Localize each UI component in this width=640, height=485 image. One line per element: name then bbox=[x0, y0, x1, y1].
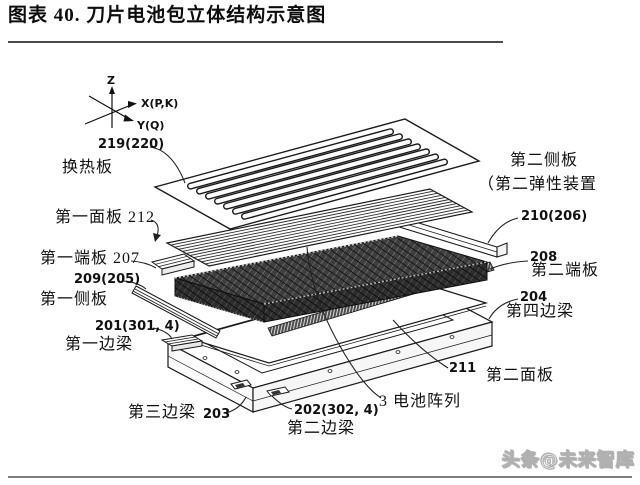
heat-exchange-plate bbox=[153, 118, 481, 230]
label-heat-plate: 换热板 bbox=[62, 159, 114, 176]
battery-array bbox=[174, 235, 488, 323]
ref-208: 208 bbox=[530, 250, 558, 265]
axis-x-label: X(P,K) bbox=[141, 97, 179, 110]
first-panel bbox=[165, 188, 474, 267]
ref-203: 203 bbox=[203, 407, 231, 422]
ref-210-206: 210(206) bbox=[521, 209, 588, 224]
axis-z-label: Z bbox=[107, 74, 115, 87]
label-second-side-plate-sub: （第二弹性装置 bbox=[478, 176, 598, 193]
ref-211: 211 bbox=[449, 361, 477, 376]
first-end-plate bbox=[150, 253, 196, 276]
label-battery-array: 3 电池阵列 bbox=[379, 393, 462, 410]
beam-mounting-blocks bbox=[230, 379, 290, 397]
axis-triad bbox=[84, 86, 137, 128]
leader-lines bbox=[122, 146, 529, 414]
first-side-plate bbox=[131, 285, 221, 339]
label-first-panel: 第一面板 212 bbox=[55, 209, 156, 226]
label-second-side-beam: 第二边梁 bbox=[287, 420, 356, 437]
ref-204: 204 bbox=[520, 290, 548, 305]
first-side-beam bbox=[160, 334, 204, 352]
axis-y-label: Y(Q) bbox=[137, 119, 165, 132]
label-second-side-plate: 第二侧板 bbox=[510, 152, 579, 169]
ref-202-302-4: 202(302, 4) bbox=[294, 403, 379, 418]
label-first-side-plate: 第一侧板 bbox=[40, 291, 109, 308]
figure-title: 图表 40. 刀片电池包立体结构示意图 bbox=[8, 5, 327, 26]
watermark: 头条@未来智库 bbox=[502, 450, 635, 472]
label-first-end-plate: 第一端板 207 bbox=[40, 250, 141, 267]
ref-219-220: 219(220) bbox=[98, 137, 165, 152]
label-second-end-plate: 第二端板 bbox=[531, 262, 600, 279]
title-underline bbox=[8, 41, 503, 43]
label-fourth-side-beam: 第四边梁 bbox=[506, 303, 575, 320]
label-first-side-beam: 第一边梁 bbox=[65, 336, 134, 353]
label-third-side-beam: 第三边梁 bbox=[128, 404, 197, 421]
ref-201-301-4: 201(301, 4) bbox=[95, 319, 180, 334]
label-second-panel: 第二面板 bbox=[486, 367, 555, 384]
bottom-rule bbox=[8, 476, 632, 478]
ref-209-205: 209(205) bbox=[74, 272, 141, 287]
